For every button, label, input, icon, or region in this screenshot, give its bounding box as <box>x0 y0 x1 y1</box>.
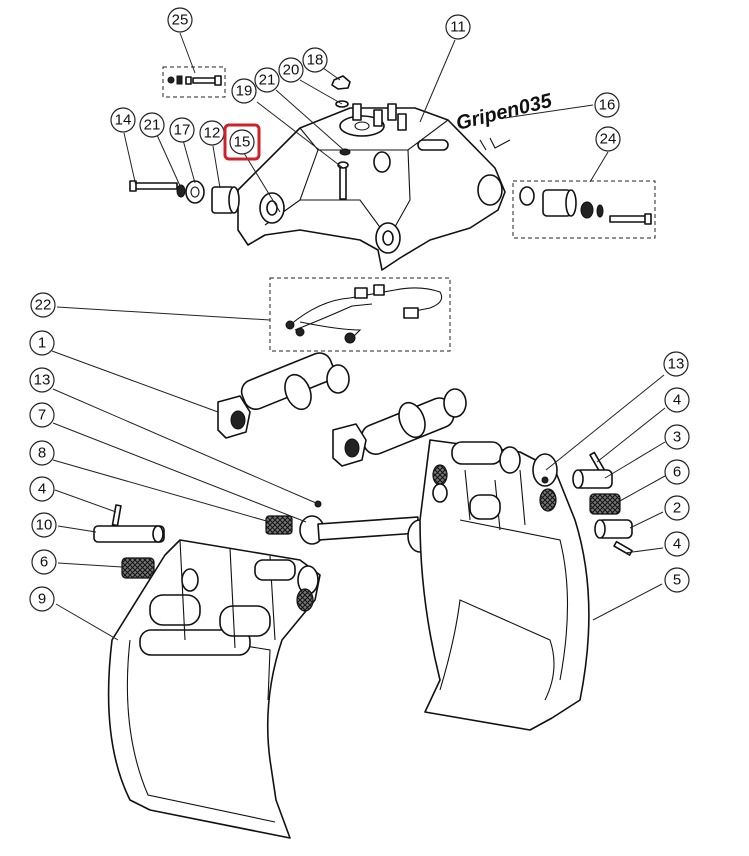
callout-19-label: 19 <box>236 83 253 100</box>
leader-lines <box>51 32 666 641</box>
callout-15-highlighted[interactable]: 15 <box>223 123 261 161</box>
callout-19[interactable]: 19 <box>231 78 257 104</box>
callout-13-left-label: 13 <box>34 372 51 389</box>
callout-22-label: 22 <box>35 297 52 314</box>
callout-21-top-label: 21 <box>259 72 276 89</box>
callout-4-left-label: 4 <box>38 481 46 498</box>
roll-pin-4-right-bottom <box>613 540 633 556</box>
callout-22[interactable]: 22 <box>30 292 56 318</box>
washer-21-top <box>339 148 351 156</box>
callouts: 25 11 18 20 21 19 16 14 <box>29 7 690 612</box>
callout-21-top[interactable]: 21 <box>254 67 280 93</box>
bushing-6-left <box>121 557 155 579</box>
nut-18 <box>331 75 351 90</box>
bushing-12 <box>211 186 240 214</box>
callout-20[interactable]: 20 <box>278 57 304 83</box>
callout-9[interactable]: 9 <box>29 586 55 612</box>
callout-12[interactable]: 12 <box>199 120 225 146</box>
brand-logo-text: Gripen035 <box>454 90 555 135</box>
callout-10-label: 10 <box>36 517 53 534</box>
bolt-14 <box>129 180 178 192</box>
callout-24-label: 24 <box>600 131 617 148</box>
callout-21-left[interactable]: 21 <box>139 112 165 138</box>
callout-21-left-label: 21 <box>144 117 161 134</box>
callout-7-label: 7 <box>38 407 46 424</box>
callout-16-label: 16 <box>599 97 616 114</box>
bushing-6-right <box>589 493 621 515</box>
hydraulic-cylinder-1-right <box>332 388 467 467</box>
hydraulic-cylinder-1-left <box>217 352 350 439</box>
callout-3-label: 3 <box>673 429 681 446</box>
callout-20-label: 20 <box>283 62 300 79</box>
grapple-jaw-5 <box>419 439 590 731</box>
callout-6-left-label: 6 <box>40 554 48 571</box>
callout-13-right-label: 13 <box>668 356 685 373</box>
pivot-pin-10 <box>93 525 165 543</box>
highlight-box <box>223 123 261 161</box>
bushing-8 <box>265 515 293 535</box>
callout-4-right-top[interactable]: 4 <box>664 387 690 413</box>
pin-kit-24 <box>512 180 656 239</box>
callout-14[interactable]: 14 <box>110 107 136 133</box>
callout-4-right-top-label: 4 <box>673 392 681 409</box>
set-screw-13-left <box>314 500 322 508</box>
callout-4-right-bottom-label: 4 <box>673 536 681 553</box>
callout-13-left[interactable]: 13 <box>29 367 55 393</box>
pivot-pin-2 <box>594 519 633 539</box>
callout-11[interactable]: 11 <box>445 14 471 40</box>
callout-6-right[interactable]: 6 <box>664 459 690 485</box>
callout-4-left[interactable]: 4 <box>29 476 55 502</box>
callout-12-label: 12 <box>204 125 221 142</box>
callout-3[interactable]: 3 <box>664 424 690 450</box>
callout-16[interactable]: 16 <box>594 92 620 118</box>
callout-1-label: 1 <box>38 335 46 352</box>
callout-25-label: 25 <box>172 12 189 29</box>
roll-pin-4-left <box>111 504 122 527</box>
callout-14-label: 14 <box>115 112 132 129</box>
callout-17[interactable]: 17 <box>169 117 195 143</box>
callout-15-label: 15 <box>234 134 251 151</box>
callout-2-label: 2 <box>673 500 681 517</box>
main-frame-11 <box>237 103 506 271</box>
callout-6-right-label: 6 <box>673 464 681 481</box>
callout-8-label: 8 <box>38 445 46 462</box>
bolt-kit-25 <box>162 66 226 98</box>
callout-1[interactable]: 1 <box>29 330 55 356</box>
callout-8[interactable]: 8 <box>29 440 55 466</box>
callout-24[interactable]: 24 <box>595 126 621 152</box>
callout-11-label: 11 <box>450 19 466 36</box>
hose-kit-22 <box>269 277 451 352</box>
callout-25[interactable]: 25 <box>167 7 193 33</box>
callout-10[interactable]: 10 <box>31 512 57 538</box>
callout-17-label: 17 <box>174 122 191 139</box>
callout-13-right[interactable]: 13 <box>663 351 689 377</box>
callout-4-right-bottom[interactable]: 4 <box>664 531 690 557</box>
callout-2[interactable]: 2 <box>664 495 690 521</box>
washer-21-left <box>176 184 186 198</box>
callout-7[interactable]: 7 <box>29 402 55 428</box>
callout-5-label: 5 <box>673 572 681 589</box>
grapple-jaw-9 <box>107 539 321 839</box>
pivot-pin-3 <box>572 469 613 489</box>
callout-18[interactable]: 18 <box>302 47 328 73</box>
callout-5[interactable]: 5 <box>664 567 690 593</box>
bushing-17 <box>185 180 205 204</box>
callout-9-label: 9 <box>38 591 46 608</box>
callout-18-label: 18 <box>307 52 324 69</box>
pivot-pin-7 <box>299 515 433 553</box>
callout-6-left[interactable]: 6 <box>31 549 57 575</box>
